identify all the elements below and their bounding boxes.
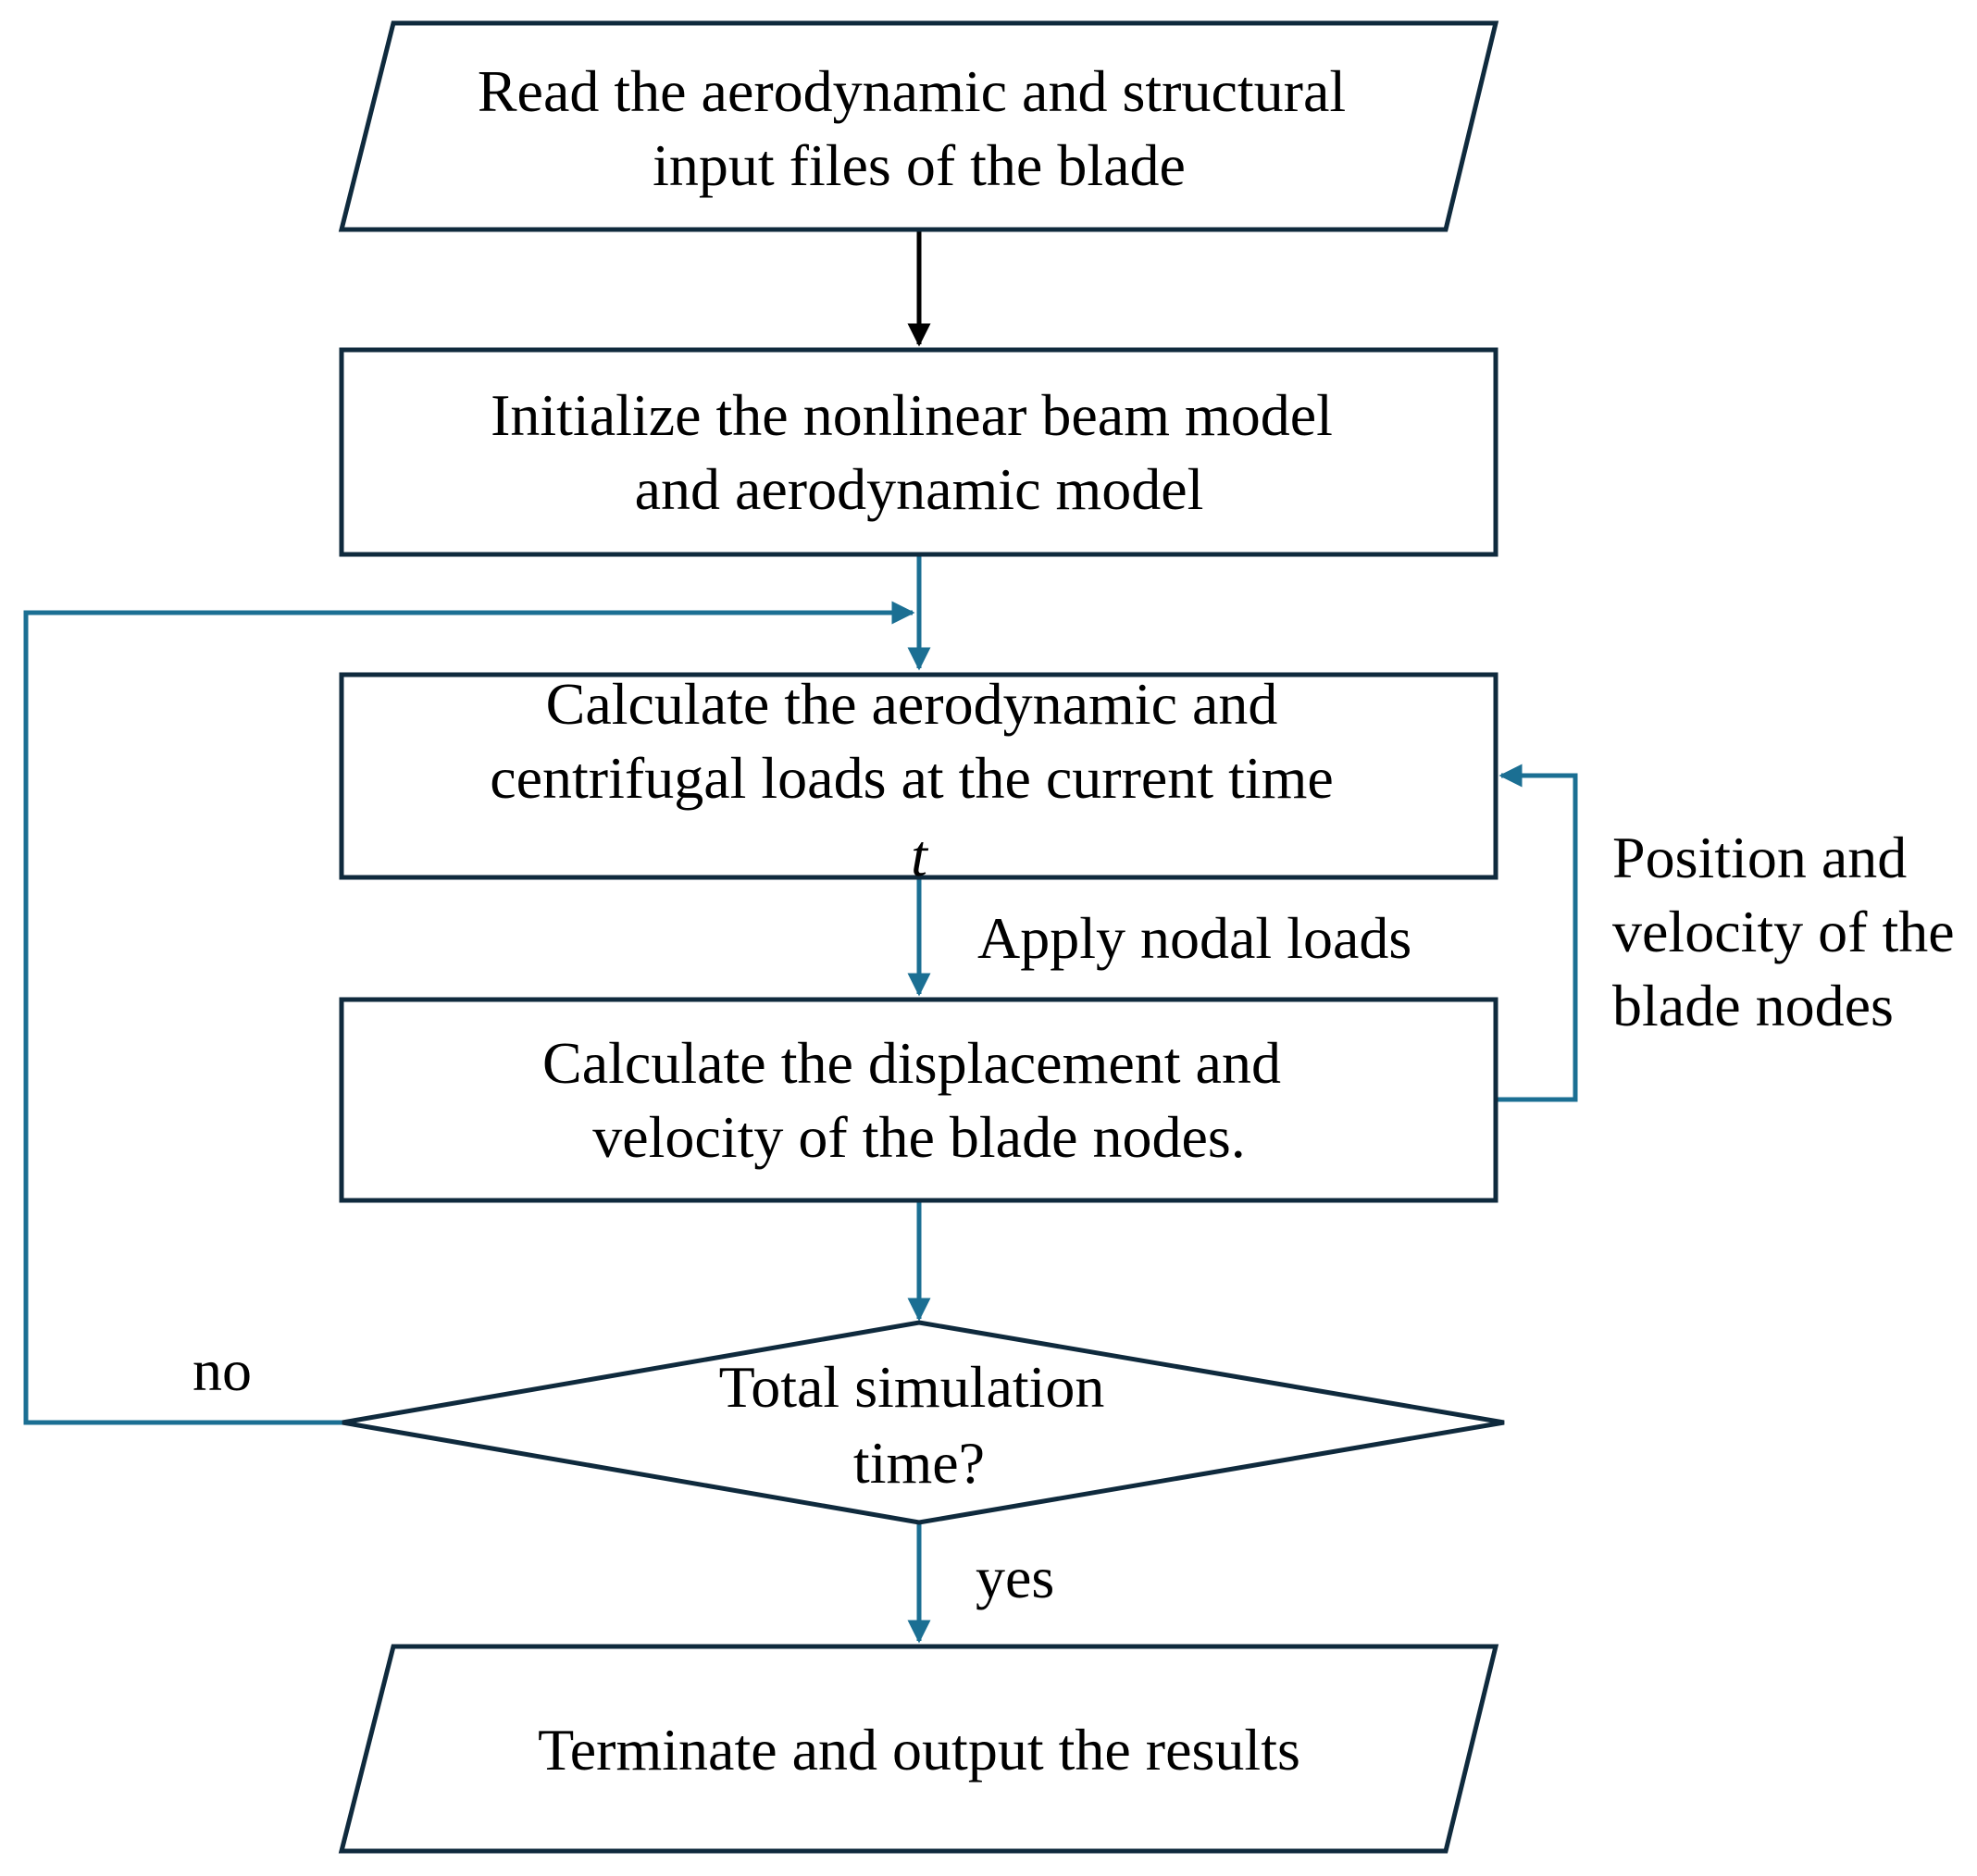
calc-loads-node bbox=[339, 672, 1498, 880]
feedback-label: Position and velocity of the blade nodes bbox=[1612, 825, 1970, 1038]
calc-loads-line-2: centrifugal loads at the current time bbox=[490, 745, 1334, 811]
calc-displacement-node bbox=[339, 997, 1498, 1203]
calc-displacement-line-1: Calculate the displacement and bbox=[542, 1030, 1281, 1096]
calc-displacement-line-2: velocity of the blade nodes. bbox=[592, 1104, 1246, 1170]
initialize-node bbox=[339, 347, 1498, 557]
decision-line-2: time? bbox=[853, 1430, 985, 1496]
decision-text: Total simulation time? bbox=[719, 1354, 1120, 1496]
feedback-label-line-2: velocity of the bbox=[1612, 899, 1955, 964]
terminate-line-1: Terminate and output the results bbox=[538, 1717, 1300, 1783]
no-label: no bbox=[193, 1337, 252, 1403]
calc-displacement-text: Calculate the displacement and velocity … bbox=[542, 1030, 1296, 1170]
feedback-label-line-3: blade nodes bbox=[1612, 973, 1894, 1038]
read-input-line-2: input files of the blade bbox=[653, 132, 1186, 198]
decision-line-1: Total simulation bbox=[719, 1354, 1105, 1420]
decision-node bbox=[342, 1320, 1505, 1525]
calc-loads-time-symbol: t bbox=[911, 823, 929, 888]
read-input-node bbox=[338, 20, 1499, 232]
yes-label: yes bbox=[976, 1545, 1054, 1610]
initialize-line-2: and aerodynamic model bbox=[635, 456, 1204, 522]
initialize-text: Initialize the nonlinear beam model and … bbox=[491, 382, 1348, 522]
calc-loads-line-1: Calculate the aerodynamic and bbox=[546, 671, 1278, 737]
initialize-line-1: Initialize the nonlinear beam model bbox=[491, 382, 1333, 448]
calc-loads-text: Calculate the aerodynamic and centrifuga… bbox=[490, 671, 1349, 888]
feedback-label-line-1: Position and bbox=[1612, 825, 1907, 890]
read-input-line-1: Read the aerodynamic and structural bbox=[478, 58, 1346, 124]
connector-feedback-loop bbox=[1496, 764, 1578, 1102]
terminate-node bbox=[338, 1644, 1499, 1854]
connector-no-loop bbox=[23, 601, 915, 1425]
terminate-text: Terminate and output the results bbox=[538, 1717, 1300, 1783]
apply-loads-label: Apply nodal loads bbox=[977, 905, 1411, 971]
read-input-text: Read the aerodynamic and structural inpu… bbox=[478, 58, 1361, 198]
